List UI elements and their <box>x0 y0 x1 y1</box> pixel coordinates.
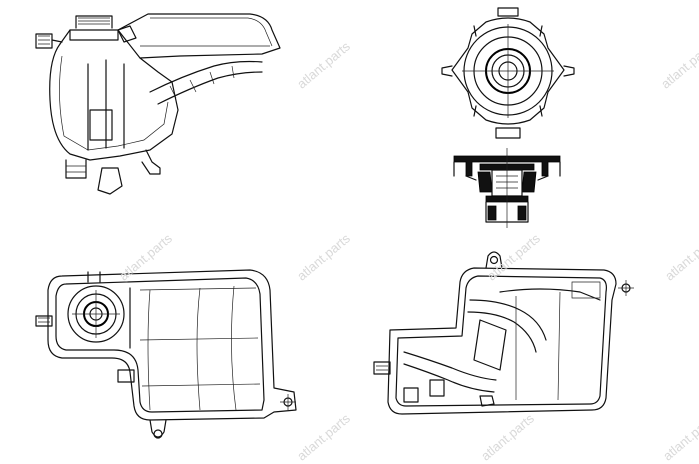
cap-left-tab <box>441 65 453 77</box>
tank-outline-inner <box>55 277 265 413</box>
internal-horizontal-ribs <box>139 287 261 387</box>
mounting-hole-bottom <box>153 429 163 439</box>
tank-outline-outer <box>47 269 297 421</box>
rear-fitting-left <box>373 361 391 375</box>
cap-section-lip <box>465 175 549 181</box>
filler-collar <box>69 29 119 41</box>
mounting-ear-bottom <box>149 419 167 438</box>
sensor-connector <box>141 149 161 175</box>
internal-hose-a <box>469 299 547 341</box>
cap-section-stem-right <box>517 205 527 221</box>
rear-fitting-bottom-b <box>429 379 445 397</box>
cap-grip-marks <box>473 25 543 117</box>
filler-neck <box>75 15 113 29</box>
rear-fitting-bottom-a <box>403 387 419 403</box>
rear-right-mount-cross <box>618 280 634 296</box>
cap-outer-profile <box>451 17 565 125</box>
filler-centerlines <box>72 290 120 338</box>
main-body-inner <box>59 55 169 151</box>
overflow-hose-upper-edge <box>149 60 263 93</box>
upper-hose-nipple <box>117 25 137 43</box>
rear-top-mount <box>485 251 503 269</box>
top-tabs <box>87 271 101 283</box>
outlet-elbow <box>97 167 123 195</box>
internal-hose-low-b <box>403 363 495 393</box>
rear-view <box>373 251 634 415</box>
rear-top-mount-hole <box>489 255 499 265</box>
main-body <box>49 43 179 161</box>
outlet-pipe-left-rings <box>66 165 86 173</box>
cap-top-view <box>441 7 575 139</box>
cap-section-spring-left <box>477 171 493 193</box>
cap-section-stem-left <box>487 205 497 221</box>
internal-hose-low-a <box>403 351 497 381</box>
internal-hose-b <box>467 311 537 353</box>
side-fitting-left-ribs <box>38 317 50 323</box>
side-view <box>35 13 281 195</box>
upper-housing <box>59 13 281 59</box>
rear-fitting-bottom-c <box>479 395 495 407</box>
side-fitting-left <box>35 315 53 327</box>
outlet-pipe-left <box>65 159 87 179</box>
cap-top-tab <box>497 7 519 17</box>
internal-baffles <box>87 59 125 151</box>
overflow-hose-lower-edge <box>157 71 263 105</box>
rear-internal-baffle <box>473 319 507 371</box>
level-sensor-pocket <box>89 109 113 141</box>
top-view <box>35 269 297 439</box>
cap-section-spring-right <box>521 171 537 193</box>
cap-centerlines <box>462 24 554 118</box>
vent-fitting-left-ribs <box>38 35 50 45</box>
rear-outline-outer <box>387 267 617 415</box>
cap-section-skirt <box>453 161 561 177</box>
rear-fitting-left-ribs <box>376 365 388 371</box>
vent-fitting-stem <box>51 39 63 43</box>
mounting-hole-right-cross <box>280 394 296 410</box>
rear-internal-ribs <box>515 291 561 401</box>
internal-hose-top <box>499 288 601 301</box>
cap-right-tab <box>563 65 575 77</box>
upper-housing-inner-line <box>150 17 273 47</box>
overflow-hose-ribs <box>169 65 235 99</box>
cap-bottom-tab <box>495 127 521 139</box>
filler-neck-threads <box>78 17 110 25</box>
internal-vertical-ribs <box>147 285 237 411</box>
filler-outer-circle <box>67 285 125 343</box>
rear-upper-bracket <box>571 281 601 299</box>
cap-section-view <box>453 148 561 228</box>
rear-outline-inner <box>395 275 607 407</box>
vent-fitting-left <box>35 33 53 49</box>
side-fitting-lower <box>117 369 135 383</box>
